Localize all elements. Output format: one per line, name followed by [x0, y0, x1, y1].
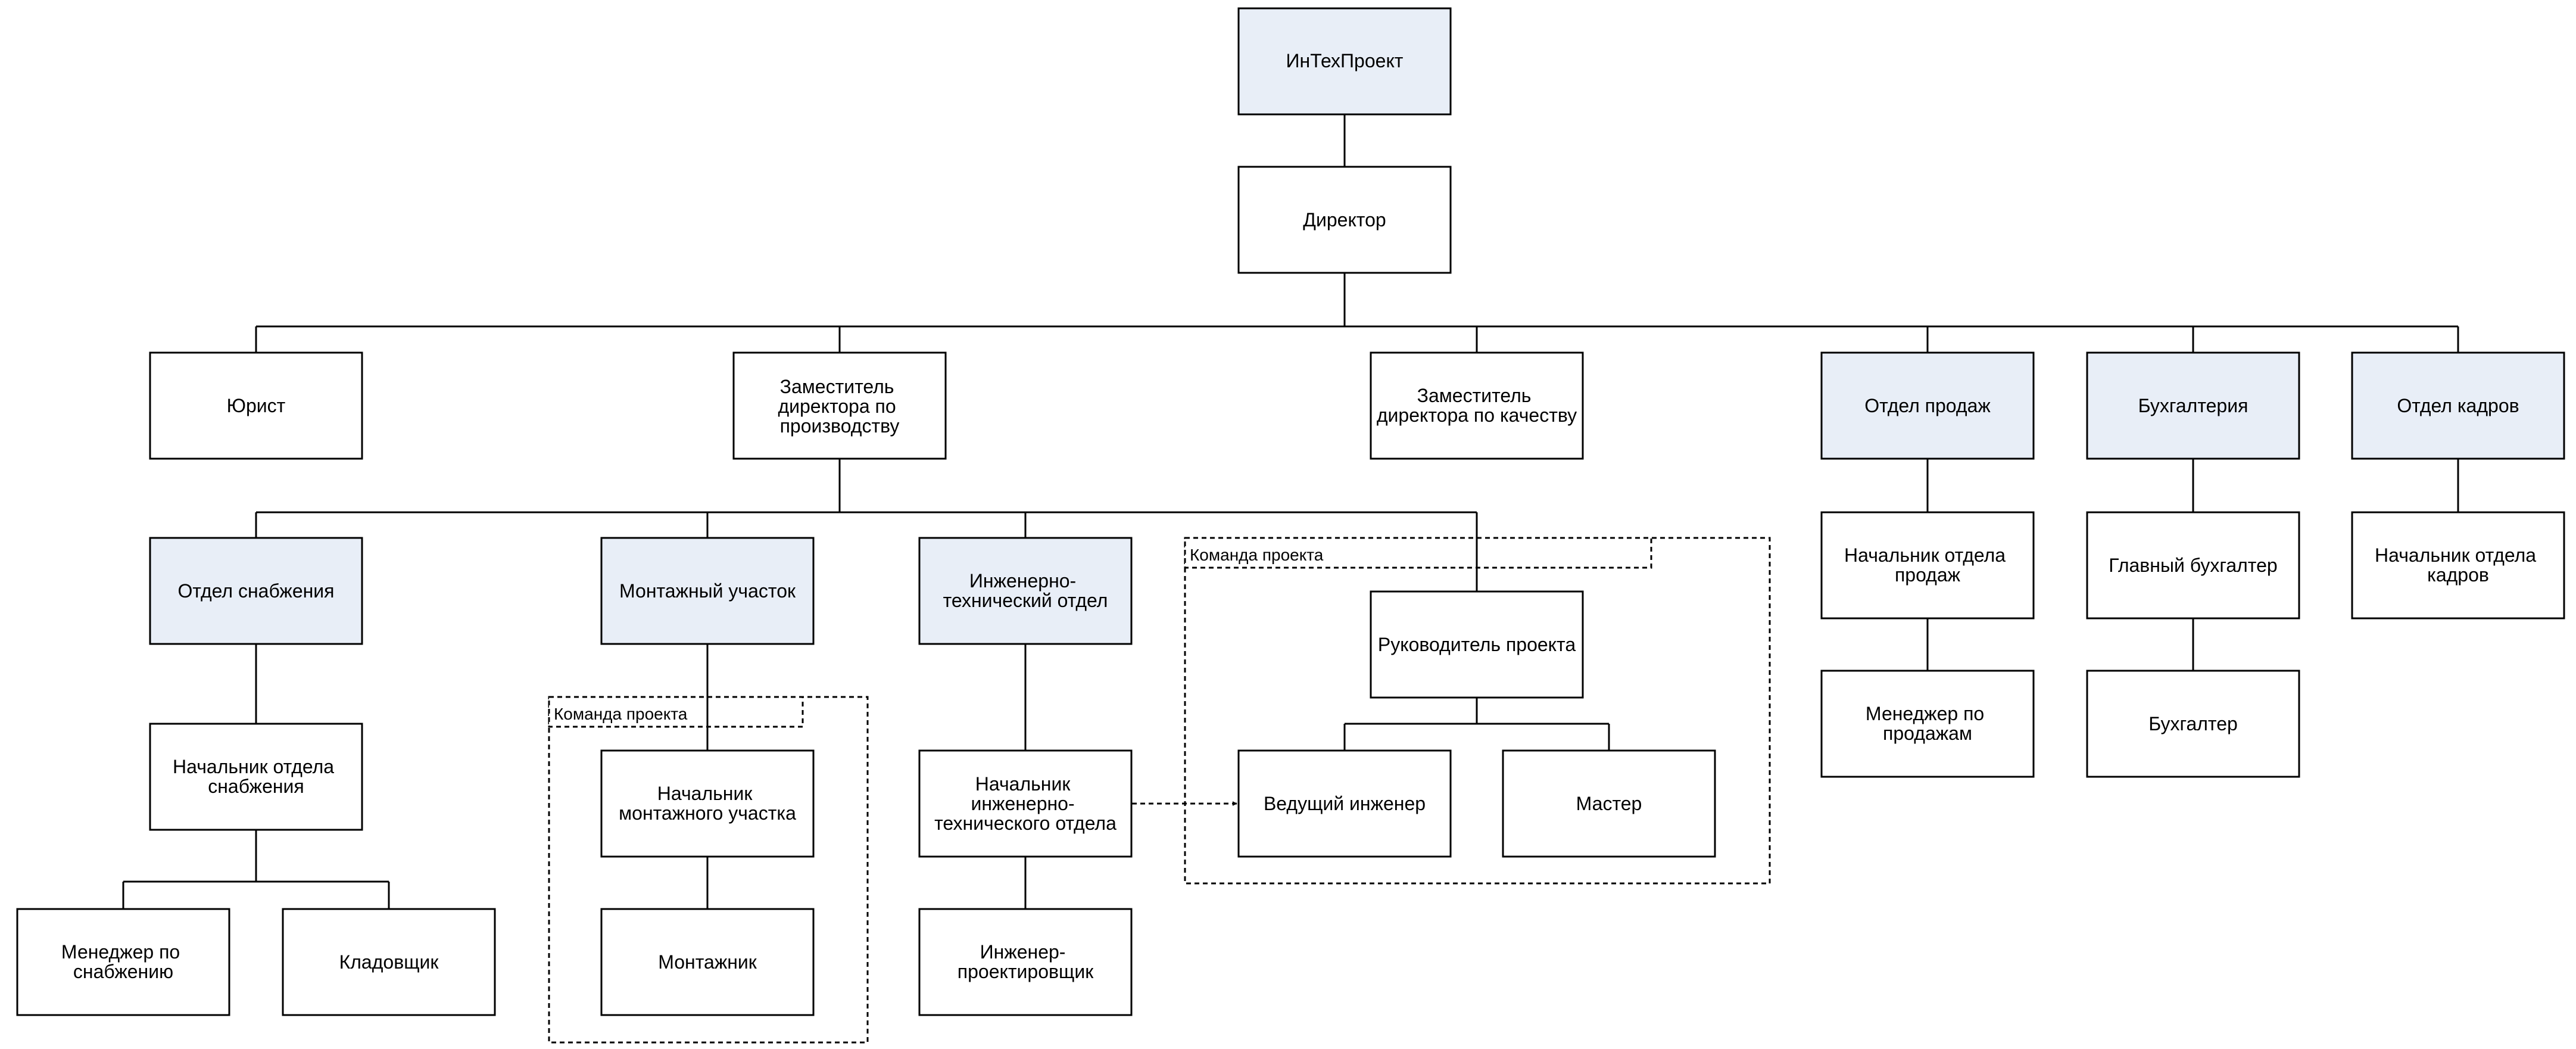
node-chief-accountant-label: Главный бухгалтер — [2109, 555, 2277, 576]
node-accounting-label: Бухгалтерия — [2138, 395, 2248, 416]
node-lawyer[interactable]: Юрист — [149, 351, 363, 460]
node-assembly-site[interactable]: Монтажный участок — [600, 537, 815, 645]
node-hr-head-line2: кадров — [2427, 564, 2489, 586]
node-engineering-head[interactable]: Начальник инженерно- технического отдела — [918, 749, 1133, 858]
node-foreman[interactable]: Мастер — [1502, 749, 1716, 858]
node-design-engineer-line1: Инженер- — [980, 941, 1066, 963]
node-company[interactable]: ИнТехПроект — [1237, 7, 1452, 116]
node-supply-manager-line1: Менеджер по — [61, 941, 180, 963]
node-supply-dept-label: Отдел снабжения — [178, 580, 335, 602]
node-foreman-label: Мастер — [1576, 793, 1642, 814]
node-design-engineer-line2: проектировщик — [958, 961, 1094, 982]
node-sales-head-line2: продаж — [1895, 564, 1961, 586]
node-deputy-quality-line2: директора по качеству — [1377, 404, 1577, 426]
node-engineering-head-line2: инженерно- — [971, 793, 1074, 814]
team-group-right-label: Команда проекта — [1190, 546, 1324, 564]
node-lead-engineer-label: Ведущий инженер — [1264, 793, 1426, 814]
node-storekeeper-label: Кладовщик — [339, 951, 439, 973]
node-supply-manager-label: Менеджер по снабжению — [61, 941, 185, 982]
node-design-engineer-label: Инженер- проектировщик — [958, 941, 1094, 982]
node-hr-dept[interactable]: Отдел кадров — [2351, 351, 2565, 460]
node-assembly-head-line2: монтажного участка — [619, 802, 796, 824]
node-supply-head-label: Начальник отдела снабжения — [173, 756, 339, 797]
node-hr-dept-label: Отдел кадров — [2397, 395, 2519, 416]
node-accounting[interactable]: Бухгалтерия — [2086, 351, 2300, 460]
node-sales-dept[interactable]: Отдел продаж — [1820, 351, 2035, 460]
node-supply-dept[interactable]: Отдел снабжения — [149, 537, 363, 645]
node-deputy-production-line1: Заместитель — [780, 376, 894, 397]
node-sales-manager-label: Менеджер по продажам — [1866, 703, 1989, 744]
team-group-left: Команда проекта — [548, 696, 869, 1044]
node-accountant-label: Бухгалтер — [2148, 713, 2238, 734]
node-project-manager-label: Руководитель проекта — [1378, 634, 1576, 655]
node-assembly-head-label: Начальник монтажного участка — [619, 783, 796, 824]
node-assembly-site-label: Монтажный участок — [619, 580, 796, 602]
node-deputy-quality[interactable]: Заместитель директора по качеству — [1370, 351, 1584, 460]
node-engineering-head-line3: технического отдела — [934, 813, 1117, 834]
node-lawyer-label: Юрист — [227, 395, 286, 416]
node-sales-head[interactable]: Начальник отдела продаж — [1820, 511, 2035, 620]
node-engineering-dept-label: Инженерно- технический отдел — [943, 570, 1108, 611]
node-engineering-head-line1: Начальник — [975, 773, 1071, 795]
node-assembly-head-line1: Начальник — [657, 783, 753, 804]
node-installer-label: Монтажник — [658, 951, 757, 973]
node-deputy-quality-label: Заместитель директора по качеству — [1377, 385, 1577, 426]
node-supply-head-line2: снабжения — [208, 776, 304, 797]
node-accountant[interactable]: Бухгалтер — [2086, 670, 2300, 778]
node-deputy-production[interactable]: Заместитель директора по производству — [732, 351, 947, 460]
node-sales-manager-line1: Менеджер по — [1866, 703, 1984, 724]
node-sales-dept-label: Отдел продаж — [1864, 395, 1991, 416]
node-deputy-production-line2: директора по — [778, 396, 896, 417]
team-group-left-label: Команда проекта — [554, 705, 688, 723]
node-supply-manager[interactable]: Менеджер по снабжению — [16, 908, 230, 1016]
node-storekeeper[interactable]: Кладовщик — [282, 908, 496, 1016]
node-assembly-head[interactable]: Начальник монтажного участка — [600, 749, 815, 858]
node-sales-head-line1: Начальник отдела — [1844, 544, 2006, 566]
node-project-manager[interactable]: Руководитель проекта — [1370, 590, 1584, 699]
node-installer[interactable]: Монтажник — [600, 908, 815, 1016]
node-supply-head[interactable]: Начальник отдела снабжения — [149, 723, 363, 831]
node-supply-manager-line2: снабжению — [73, 961, 173, 982]
node-engineering-dept-line1: Инженерно- — [969, 570, 1076, 592]
node-hr-head-line1: Начальник отдела — [2375, 544, 2536, 566]
node-director-label: Директор — [1303, 209, 1386, 231]
node-sales-manager-line2: продажам — [1883, 723, 1972, 744]
node-sales-manager[interactable]: Менеджер по продажам — [1820, 670, 2035, 778]
node-deputy-production-line3: производству — [780, 415, 900, 437]
node-hr-head-label: Начальник отдела кадров — [2375, 544, 2541, 586]
node-lead-engineer[interactable]: Ведущий инженер — [1237, 749, 1452, 858]
node-chief-accountant[interactable]: Главный бухгалтер — [2086, 511, 2300, 620]
node-supply-head-line1: Начальник отдела — [173, 756, 334, 777]
node-engineering-dept[interactable]: Инженерно- технический отдел — [918, 537, 1133, 645]
node-company-label: ИнТехПроект — [1286, 50, 1404, 71]
node-deputy-quality-line1: Заместитель — [1417, 385, 1532, 406]
node-director[interactable]: Директор — [1237, 166, 1452, 274]
connectors — [122, 114, 2459, 909]
node-deputy-production-label: Заместитель директора по производству — [778, 376, 901, 437]
node-sales-head-label: Начальник отдела продаж — [1844, 544, 2011, 586]
node-design-engineer[interactable]: Инженер- проектировщик — [918, 908, 1133, 1016]
node-engineering-dept-line2: технический отдел — [943, 590, 1108, 611]
node-engineering-head-label: Начальник инженерно- технического отдела — [934, 773, 1117, 834]
node-hr-head[interactable]: Начальник отдела кадров — [2351, 511, 2565, 620]
